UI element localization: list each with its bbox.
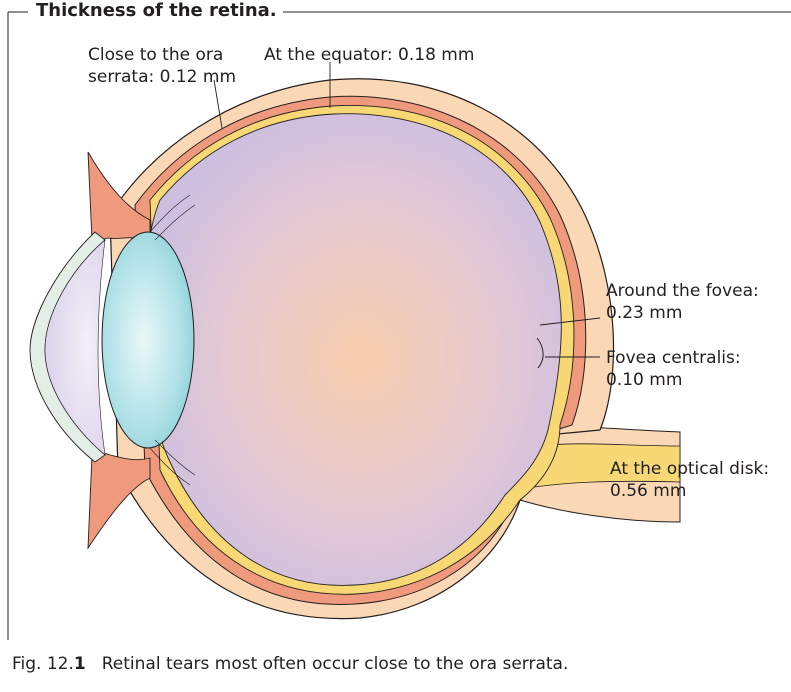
figure-title: Thickness of the retina. — [30, 0, 283, 22]
label-around-fovea: Around the fovea: 0.23 mm — [606, 280, 759, 324]
label-equator: At the equator: 0.18 mm — [264, 44, 474, 66]
anterior-chamber — [45, 240, 105, 455]
label-fovea-centralis-line1: Fovea centralis: — [606, 347, 741, 369]
label-optical-disk-line1: At the optical disk: — [610, 458, 769, 480]
label-fovea-centralis-line2: 0.10 mm — [606, 369, 741, 391]
label-optical-disk: At the optical disk: 0.56 mm — [610, 458, 769, 502]
label-optical-disk-line2: 0.56 mm — [610, 480, 769, 502]
label-equator-text: At the equator: 0.18 mm — [264, 44, 474, 66]
label-fovea-centralis: Fovea centralis: 0.10 mm — [606, 347, 741, 391]
label-ora-serrata-line1: Close to the ora — [88, 44, 236, 66]
caption-figure-number: Fig. 12.1 — [12, 654, 86, 674]
label-around-fovea-line2: 0.23 mm — [606, 302, 759, 324]
caption-prefix: Fig. 12. — [12, 654, 74, 674]
label-ora-serrata-line2: serrata: 0.12 mm — [88, 66, 236, 88]
label-ora-serrata: Close to the ora serrata: 0.12 mm — [88, 44, 236, 88]
figure-caption: Fig. 12.1 Retinal tears most often occur … — [12, 654, 568, 674]
label-around-fovea-line1: Around the fovea: — [606, 280, 759, 302]
caption-num: 1 — [74, 654, 86, 674]
lens — [102, 232, 194, 448]
caption-text: Retinal tears most often occur close to … — [102, 654, 569, 674]
